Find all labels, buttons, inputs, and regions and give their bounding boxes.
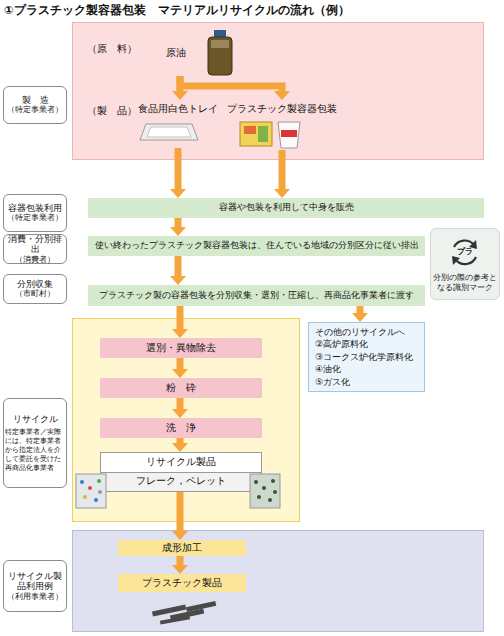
arrow-head xyxy=(352,313,368,322)
arrow-head xyxy=(170,189,186,198)
node-text: フレーク，ペレット xyxy=(100,473,262,493)
node-text: 分別の際の参考となる識別マーク xyxy=(431,273,499,292)
node-text: （消費者） xyxy=(15,255,55,265)
node-label: リサイクル xyxy=(13,414,58,425)
arrow-head xyxy=(170,276,186,285)
node-label: 容器包装利用 xyxy=(8,203,62,213)
node-text: （利用事業者） xyxy=(7,592,63,602)
node-label: 成形加工 xyxy=(162,542,202,555)
node-label: 洗 浄 xyxy=(166,422,196,435)
process-box: 選別・異物除去 xyxy=(100,338,262,358)
process-box: 成形加工 xyxy=(118,540,246,556)
node-text: 特定事業者／実際には、特定事業者から指定法人を介して委託を受けた再商品化事業者 xyxy=(5,427,65,473)
arrow-shaft xyxy=(175,256,182,276)
process-box: プラスチック製品 xyxy=(118,574,246,592)
mark-box: プラ分別の際の参考となる識別マーク xyxy=(430,228,500,300)
node-label: その他のリサイクルへ xyxy=(315,326,418,338)
arrow-shaft xyxy=(357,306,364,313)
stage-band: 選別・異物除去粉 砕洗 浄リサイクル製品フレーク，ペレット xyxy=(72,318,300,522)
node-label: 原油 xyxy=(166,47,186,60)
node-text: （特定事業者） xyxy=(7,213,63,223)
arrow-head xyxy=(170,227,186,236)
product-item: 食品用白色トレイ xyxy=(136,100,220,148)
node-label: プラスチック製容器包装 xyxy=(227,103,337,116)
node-label: 粉 砕 xyxy=(166,382,196,395)
role-box: 製 造（特定事業者） xyxy=(3,86,67,124)
stage-band: 成形加工プラスチック製品 xyxy=(72,530,484,632)
node-label: プラスチック製品 xyxy=(142,577,222,590)
node-text: ④油化 xyxy=(315,363,418,375)
node-label: 使い終わったプラスチック製容器包装は、住んでいる地域の分別区分に従い排出 xyxy=(95,241,419,251)
process-box: 洗 浄 xyxy=(100,418,262,438)
node-label: 消費・分別排出 xyxy=(5,234,65,255)
flow-arrow xyxy=(170,218,186,236)
role-box: リサイクル製品利用例（利用事業者） xyxy=(3,560,67,612)
step-band: 使い終わったプラスチック製容器包装は、住んでいる地域の分別区分に従い排出 xyxy=(88,236,425,256)
other-recycling-box: その他のリサイクルへ②高炉原料化③コークス炉化学原料化④油化⑤ガス化 xyxy=(308,322,425,392)
node-label: 食品用白色トレイ xyxy=(138,103,218,116)
role-box: 容器包装利用（特定事業者） xyxy=(3,194,67,232)
node-label: 分別収集 xyxy=(17,279,53,289)
node-text: ⑤ガス化 xyxy=(315,376,418,388)
product-item: プラスチック製容器包装 xyxy=(234,100,330,150)
node-label: プラスチック製の容器包装を分別収集・選別・圧縮し、再商品化事業者に渡す xyxy=(99,291,414,301)
node-text: （市町村） xyxy=(15,289,55,299)
role-box: 分別収集（市町村） xyxy=(3,274,67,304)
node-label: （原 料） xyxy=(87,43,137,56)
stage-band: （原 料）（製 品）原油食品用白色トレイプラスチック製容器包装 xyxy=(72,22,484,160)
node-label: 容器や包装を利用して中身を販売 xyxy=(219,203,354,213)
step-band: プラスチック製の容器包装を分別収集・選別・圧縮し、再商品化事業者に渡す xyxy=(88,285,425,306)
role-box: 消費・分別排出（消費者） xyxy=(3,234,67,264)
material-item: 原油 xyxy=(160,30,240,76)
step-band: 容器や包装を利用して中身を販売 xyxy=(88,198,484,218)
role-box: リサイクル特定事業者／実際には、特定事業者から指定法人を介して委託を受けた再商品… xyxy=(3,398,67,488)
node-text: （製 品） xyxy=(87,105,137,118)
node-text: （特定事業者） xyxy=(7,105,63,115)
node-label: 製 造 xyxy=(22,95,49,105)
node-label: プラ xyxy=(431,247,499,257)
node-text: ②高炉原料化 xyxy=(315,338,418,350)
process-box: 粉 砕 xyxy=(100,378,262,398)
node-label: リサイクル製品利用例 xyxy=(5,571,65,592)
arrow-shaft xyxy=(175,218,182,227)
node-label: リサイクル製品 xyxy=(100,452,262,473)
node-label: 選別・異物除去 xyxy=(146,342,216,355)
flow-arrow xyxy=(352,306,368,322)
node-text: ③コークス炉化学原料化 xyxy=(315,351,418,363)
diagram-title: ①プラスチック製容器包装 マテリアルリサイクルの流れ（例） xyxy=(4,3,350,18)
arrow-head xyxy=(274,189,290,198)
product-box: リサイクル製品フレーク，ペレット xyxy=(100,452,262,492)
flow-arrow xyxy=(170,256,186,285)
